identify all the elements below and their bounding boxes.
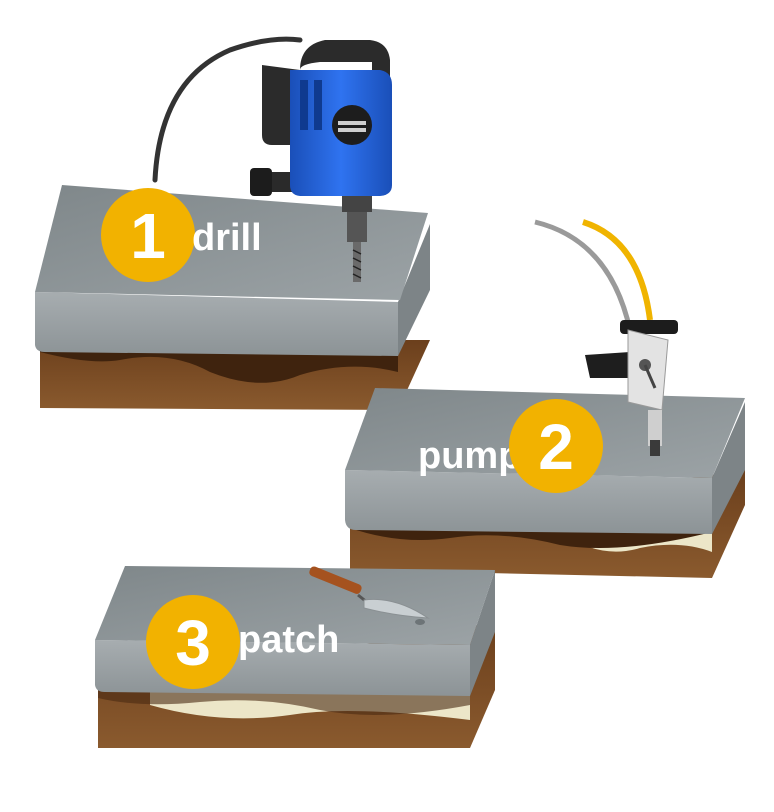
soil-void: [98, 690, 470, 715]
power-cord: [152, 36, 303, 183]
slab-side: [345, 470, 712, 534]
slab-right-face: [398, 224, 430, 356]
step-number: 2: [538, 411, 574, 483]
slab-right-face: [712, 402, 745, 534]
step-badge-circle: [509, 399, 603, 493]
step-3-badge: 3: [146, 595, 240, 689]
step-number: 3: [175, 607, 211, 679]
yellow-hose: [582, 219, 653, 321]
slab-right-face: [470, 570, 495, 696]
step-number: 1: [130, 200, 166, 272]
injection-pump-icon: [534, 219, 678, 456]
trowel-icon: [309, 566, 430, 625]
step-label: drill: [192, 217, 262, 259]
step-2-badge: 2: [509, 399, 603, 493]
step-label: pump: [418, 435, 521, 477]
grey-hose: [534, 219, 633, 331]
step-badge-circle: [101, 188, 195, 282]
slab-side: [35, 292, 398, 356]
step-1-badge: 1: [101, 188, 195, 282]
hammer-drill-icon: [152, 36, 392, 282]
step-label: patch: [238, 619, 339, 661]
step-badge-circle: [146, 595, 240, 689]
